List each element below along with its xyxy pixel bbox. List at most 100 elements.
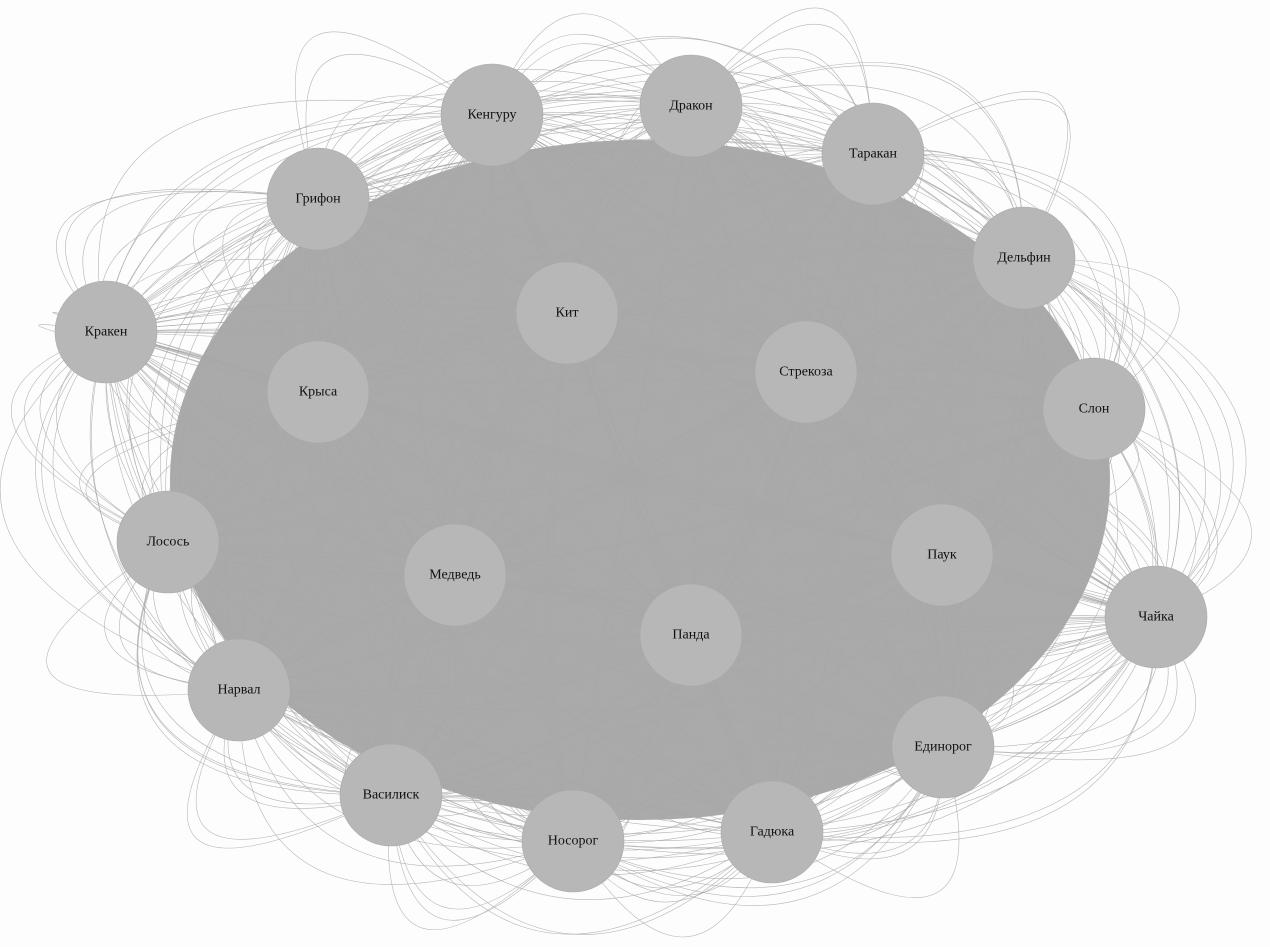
edge — [238, 689, 773, 862]
edge — [690, 105, 696, 636]
node-edinorog[interactable]: Единорог — [891, 695, 995, 799]
edge — [105, 331, 574, 842]
node-kit[interactable]: Кит — [515, 261, 619, 365]
edge — [167, 408, 1095, 543]
edge — [317, 104, 692, 393]
edge — [317, 257, 1025, 393]
edge — [105, 90, 692, 333]
edge — [491, 114, 943, 556]
edge — [566, 312, 1095, 410]
edge — [105, 331, 574, 842]
edge — [167, 105, 692, 543]
edge — [167, 541, 944, 748]
edge — [390, 746, 944, 835]
node-delfin[interactable]: Дельфин — [972, 206, 1076, 310]
edge — [238, 408, 1095, 691]
edge — [317, 198, 773, 833]
node-kraken[interactable]: Кракен — [54, 280, 158, 384]
edge — [872, 153, 1117, 410]
edge — [195, 689, 392, 840]
edge — [566, 312, 1157, 618]
edge — [771, 616, 1157, 838]
edge — [491, 114, 943, 556]
node-losos[interactable]: Лосось — [116, 490, 220, 594]
edge — [105, 331, 574, 842]
edge — [690, 257, 1025, 636]
node-label-losos: Лосось — [147, 535, 190, 550]
node-vasilisk[interactable]: Василиск — [339, 743, 443, 847]
node-medved[interactable]: Медведь — [403, 523, 507, 627]
edge — [690, 62, 1025, 259]
edge — [942, 257, 1047, 748]
edge — [41, 331, 240, 691]
edge — [872, 153, 1125, 410]
edge — [317, 378, 1095, 410]
edge — [238, 634, 692, 694]
node-label-nosorog: Носорог — [548, 834, 599, 849]
edge — [572, 746, 944, 906]
edge — [317, 198, 574, 842]
edge — [317, 198, 943, 556]
edge — [317, 182, 1025, 259]
node-chaika[interactable]: Чайка — [1104, 565, 1208, 669]
edge — [317, 391, 943, 556]
node-label-kraken: Кракен — [85, 325, 128, 340]
edge — [317, 391, 1095, 410]
node-kenguru[interactable]: Кенгуру — [440, 63, 544, 167]
edge — [572, 554, 943, 842]
edge — [1093, 408, 1252, 618]
node-nosorog[interactable]: Носорог — [521, 789, 625, 893]
edge — [491, 114, 944, 748]
edge — [317, 105, 692, 393]
node-label-krysa: Крыса — [299, 385, 338, 400]
edge — [390, 371, 807, 796]
edge — [105, 331, 773, 833]
node-grifon[interactable]: Грифон — [266, 147, 370, 251]
edge — [105, 153, 874, 333]
edge — [454, 153, 874, 576]
edge — [690, 105, 944, 748]
node-narval[interactable]: Нарвал — [187, 638, 291, 742]
node-drakon[interactable]: Дракон — [639, 54, 743, 158]
edge — [105, 331, 773, 833]
edge — [317, 198, 773, 833]
edge — [690, 105, 943, 556]
edge — [167, 114, 493, 543]
node-gadyuka[interactable]: Гадюка — [720, 780, 824, 884]
edge — [771, 616, 1157, 843]
edge — [572, 616, 1157, 855]
edge — [105, 331, 773, 833]
node-slon[interactable]: Слон — [1042, 357, 1146, 461]
edge — [317, 198, 574, 842]
edge — [105, 331, 692, 636]
node-label-grifon: Грифон — [295, 192, 341, 207]
node-panda[interactable]: Панда — [639, 583, 743, 687]
nodes: Кенгуру Дракон Таракан Грифон Дельфин Ки… — [54, 54, 1208, 893]
node-label-delfin: Дельфин — [997, 251, 1051, 266]
edge — [238, 312, 568, 691]
edge — [690, 105, 1157, 618]
edge — [167, 408, 1095, 543]
edge — [390, 746, 944, 819]
edge — [238, 153, 874, 691]
edge — [942, 408, 1119, 748]
edge — [317, 391, 943, 556]
edge — [167, 371, 807, 543]
node-krysa[interactable]: Крыса — [266, 340, 370, 444]
edge — [136, 541, 392, 796]
edge — [390, 105, 692, 796]
node-strekoza[interactable]: Стрекоза — [754, 320, 858, 424]
edge — [491, 114, 574, 842]
edge — [317, 198, 807, 373]
edge — [317, 198, 943, 556]
node-pauk[interactable]: Паук — [890, 503, 994, 607]
edge — [179, 198, 319, 691]
edge — [105, 331, 944, 748]
edge — [454, 574, 944, 748]
edge — [136, 541, 392, 796]
node-tarakan[interactable]: Таракан — [821, 102, 925, 206]
edge — [690, 105, 944, 556]
edge — [238, 689, 944, 765]
edge — [141, 541, 392, 796]
